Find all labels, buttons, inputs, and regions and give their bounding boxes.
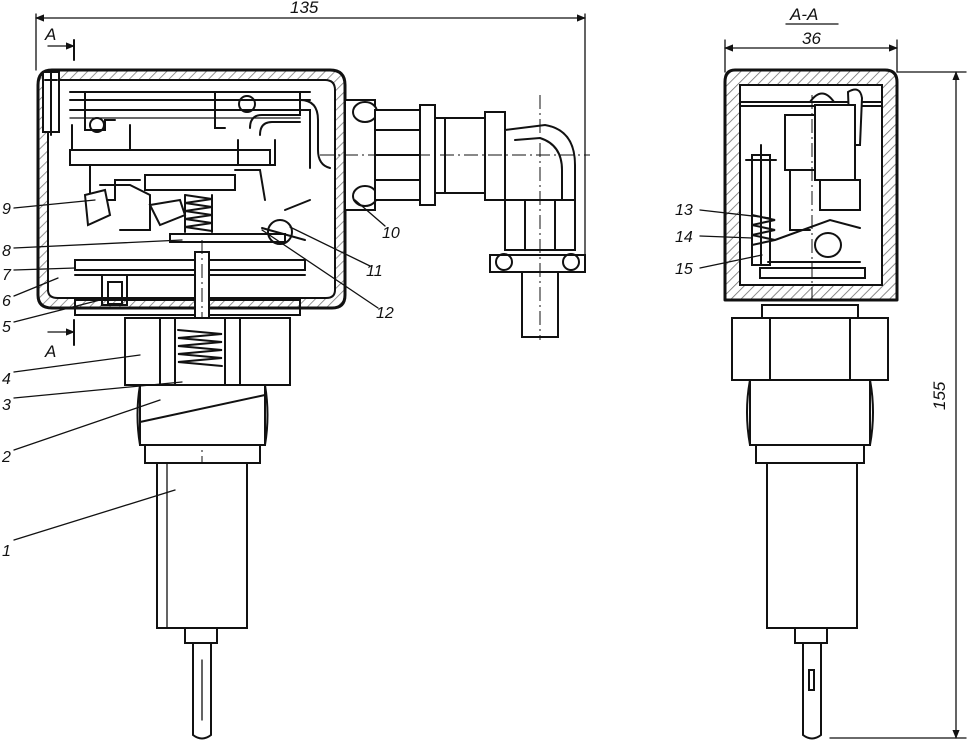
section-title: A-A — [789, 5, 818, 24]
callout-1: 1 — [2, 543, 11, 560]
section-cut-marker-top: A — [44, 25, 75, 61]
callout-14: 14 — [675, 229, 693, 246]
cut-label-bottom: A — [44, 342, 56, 361]
callout-5: 5 — [2, 319, 11, 336]
callout-6: 6 — [2, 293, 11, 310]
callout-11: 11 — [366, 263, 383, 280]
dimension-overall-height: 155 — [829, 71, 967, 739]
callout-3: 3 — [2, 397, 11, 414]
callout-8: 8 — [2, 243, 11, 260]
dimension-36-label: 36 — [802, 29, 821, 48]
callout-7: 7 — [2, 267, 12, 284]
section-view — [723, 68, 899, 740]
callout-labels: 1 2 3 4 5 6 7 8 9 10 11 12 13 14 15 — [1, 201, 693, 560]
section-cut-marker-bottom: A — [44, 319, 75, 361]
callout-13: 13 — [675, 202, 693, 219]
callout-9: 9 — [2, 201, 11, 218]
callout-12: 12 — [376, 305, 394, 322]
spring — [184, 194, 213, 233]
cable-gland — [344, 95, 586, 340]
callout-15: 15 — [675, 261, 693, 278]
leader-lines — [13, 199, 771, 541]
dimension-155-label: 155 — [930, 381, 949, 410]
dimension-section-width: A-A 36 — [724, 5, 898, 73]
callout-10: 10 — [382, 225, 400, 242]
dimension-overall-width: 135 — [35, 0, 586, 256]
callout-4: 4 — [2, 371, 11, 388]
cut-label-top: A — [44, 25, 56, 44]
main-view — [36, 68, 590, 740]
dimension-135-label: 135 — [290, 0, 319, 17]
callout-2: 2 — [1, 449, 11, 466]
